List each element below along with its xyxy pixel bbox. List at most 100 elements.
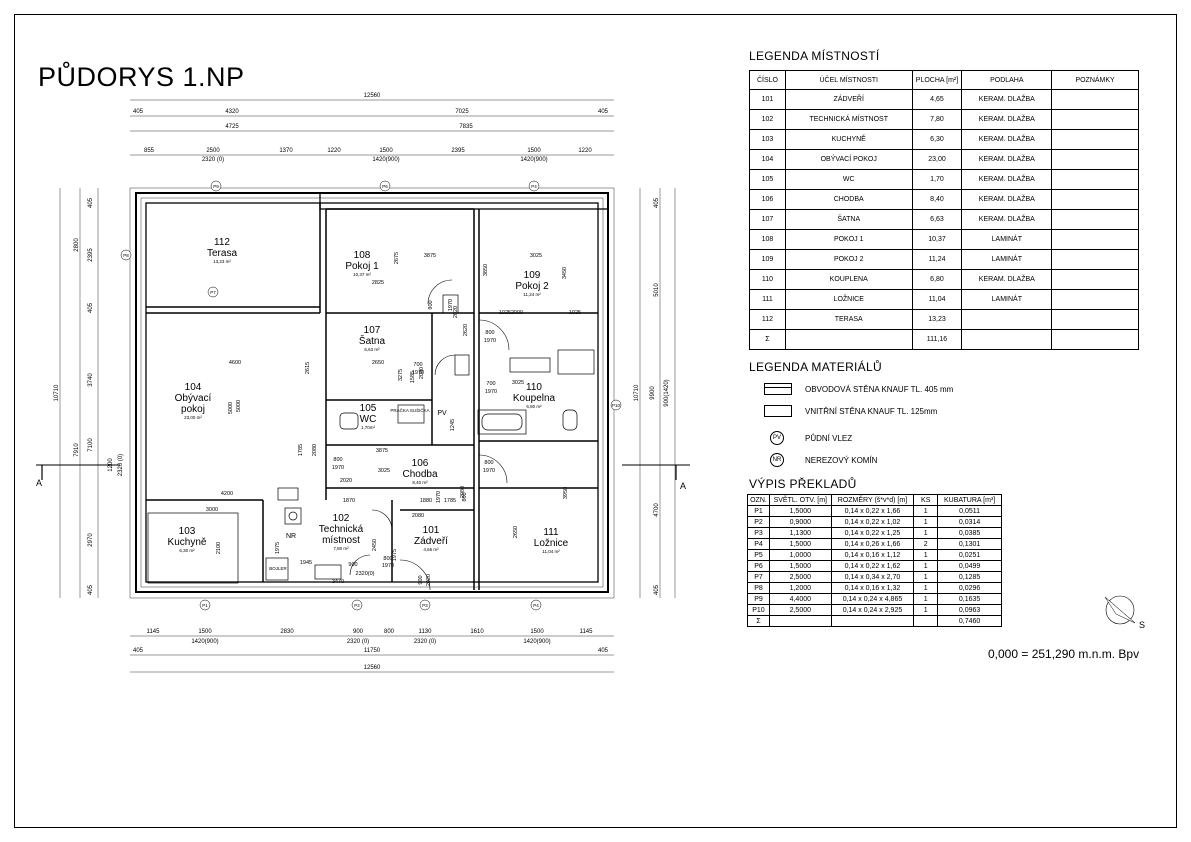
table-cell: P1 [747, 505, 770, 517]
door-label: 1970 [436, 491, 442, 503]
table-cell: POKOJ 1 [784, 229, 913, 250]
room-area: 1,70m² [361, 425, 376, 430]
table-cell: KERAM. DLAŽBA [961, 209, 1053, 230]
table-cell [1051, 309, 1139, 330]
room-name: Koupelna [513, 393, 556, 404]
room-name: Kuchyně [168, 537, 207, 548]
table-cell [1051, 109, 1139, 130]
dim-text: 2320 (0) [414, 639, 436, 645]
table-cell: 1 [913, 593, 939, 605]
inner-dim-text: 3850 [483, 264, 489, 276]
table-cell: 6,30 [911, 129, 963, 150]
room-name: Technická [319, 524, 364, 535]
dim-text: 7835 [459, 124, 473, 130]
dim-text: 1500 [198, 629, 212, 635]
opening-tag-marker [610, 399, 622, 411]
room-number: 107 [364, 325, 381, 336]
page-title: PŮDORYS 1.NP [38, 62, 245, 92]
table-cell [784, 329, 913, 350]
table-cell: Σ [749, 329, 786, 350]
inner-dim-text: 3025 [378, 468, 390, 474]
inner-dim-text: 2020 [340, 478, 352, 484]
table-cell: 111 [749, 289, 786, 310]
section-label-right: A [680, 481, 686, 491]
table-cell: 110 [749, 269, 786, 290]
opening-tag-marker [530, 599, 542, 611]
door-label: 800 [462, 492, 468, 501]
table-cell: TECHNICKÁ MÍSTNOST [784, 109, 913, 130]
door-label: 800 [333, 457, 342, 463]
room-area: 11,24 m² [523, 292, 541, 297]
room-name: Chodba [402, 469, 437, 480]
plan-symbol-label: BOJLER [269, 566, 287, 571]
dim-text: 1220 [327, 148, 341, 154]
table-cell: 1 [913, 604, 939, 616]
pv-label: PŮDNÍ VLEZ [805, 434, 853, 443]
dim-text: 405 [133, 109, 144, 115]
table-cell: P3 [747, 527, 770, 539]
table-cell: 10,37 [911, 229, 963, 250]
room-area: 6,63 m² [364, 347, 380, 352]
door-label: 2020 [426, 574, 432, 586]
table-cell: 1,5000 [768, 505, 832, 517]
table-cell: KUCHYNĚ [784, 129, 913, 150]
dim-text: 10710 [54, 384, 60, 401]
dim-text: 900 [353, 629, 364, 635]
room-number: 103 [179, 526, 196, 537]
table-cell [768, 615, 832, 627]
dim-text: 405 [133, 648, 144, 654]
nr-symbol: NR [770, 453, 784, 467]
room-number: 112 [214, 237, 230, 248]
inner-dim-text: 4600 [229, 360, 241, 366]
inner-dim-text: 2615 [305, 362, 311, 374]
dim-text: 1420(900) [520, 157, 547, 163]
fixtures [147, 294, 595, 584]
table-cell: 102 [749, 109, 786, 130]
dim-text: 12560 [364, 665, 381, 671]
opening-tag-label: P2 [354, 603, 360, 608]
room-area: 10,37 m² [353, 272, 371, 277]
table-cell: P8 [747, 582, 770, 594]
dim-text: 1145 [580, 629, 594, 635]
table-cell: 2,5000 [768, 571, 832, 583]
inner-dim-text: 2080 [312, 444, 318, 456]
table-cell: 8,40 [911, 189, 963, 210]
table-cell: 0,0385 [937, 527, 1002, 539]
opening-tag-marker [379, 180, 391, 192]
table-cell [961, 309, 1053, 330]
opening-tag-label: P6 [382, 184, 388, 189]
dim-text: 9900 [650, 386, 656, 400]
door-label: 900 [428, 300, 434, 309]
inner-dim-text: 1975 [275, 542, 281, 554]
dim-text: 4725 [225, 124, 239, 130]
table-cell: P6 [747, 560, 770, 572]
opening-tag-marker [207, 286, 219, 298]
opening-tag-label: P1 [202, 603, 208, 608]
inner-dim-text: 2650 [513, 526, 519, 538]
table-cell: LAMINÁT [961, 249, 1053, 270]
dim-text: 1500 [530, 629, 544, 635]
table-cell: 1 [913, 571, 939, 583]
inner-dim-text: 2080 [460, 486, 466, 498]
inner-dim-text: 3450 [562, 267, 568, 279]
dim-text: 2970 [88, 533, 94, 547]
inner-dim-text: 3470 [332, 579, 344, 585]
opening-tag-marker [199, 599, 211, 611]
inner-dim-text: 2675 [394, 252, 400, 264]
dim-text: 855 [144, 148, 155, 154]
table-cell: 11,24 [911, 249, 963, 270]
inner-dim-text: 1945 [300, 560, 312, 566]
dim-text: 405 [654, 584, 660, 595]
